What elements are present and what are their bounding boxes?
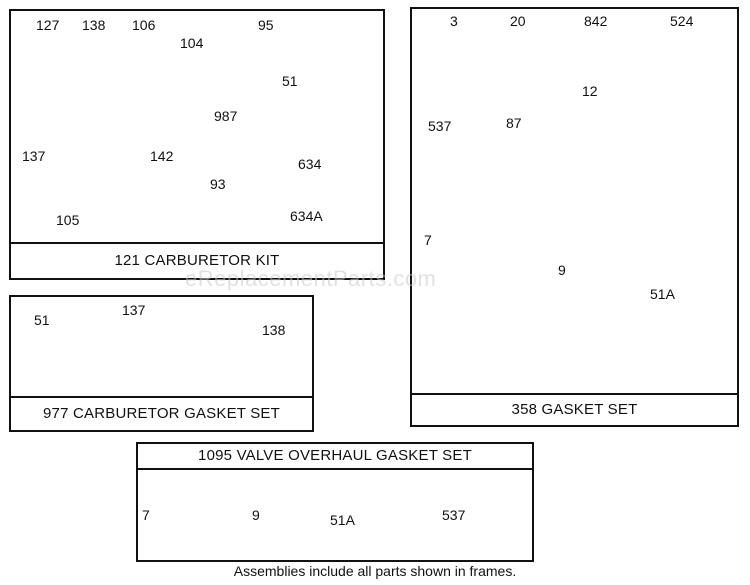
callout-label: 9: [252, 507, 260, 523]
frame-gasket-set: 358 GASKET SET: [410, 7, 739, 427]
callout-label: 105: [56, 212, 80, 228]
callout-label: 7: [142, 507, 150, 523]
callout-label: 537: [442, 507, 466, 523]
callout-label: 51: [34, 312, 50, 328]
callout-label: 137: [122, 302, 146, 318]
callout-label: 51A: [330, 512, 355, 528]
callout-label: 20: [510, 13, 526, 29]
frame-carburetor-gasket-set: 977 CARBURETOR GASKET SET: [9, 295, 314, 432]
callout-label: 138: [262, 322, 286, 338]
callout-label: 987: [214, 108, 238, 124]
callout-label: 12: [582, 83, 598, 99]
callout-label: 51A: [650, 286, 675, 302]
callout-label: 7: [424, 232, 432, 248]
frame-title-carburetor-gasket-set: 977 CARBURETOR GASKET SET: [11, 396, 312, 430]
callout-label: 104: [180, 35, 204, 51]
frame-valve-overhaul-gasket-set: 1095 VALVE OVERHAUL GASKET SET: [136, 442, 534, 562]
frame-title-carburetor-kit: 121 CARBURETOR KIT: [11, 242, 383, 278]
callout-label: 634: [298, 156, 322, 172]
callout-label: 524: [670, 13, 694, 29]
callout-label: 127: [36, 17, 60, 33]
frame-title-valve-overhaul-gasket-set: 1095 VALVE OVERHAUL GASKET SET: [138, 444, 532, 470]
callout-label: 51: [282, 73, 298, 89]
frame-title-gasket-set: 358 GASKET SET: [412, 393, 737, 425]
footnote: Assemblies include all parts shown in fr…: [233, 563, 517, 579]
callout-label: 842: [584, 13, 608, 29]
callout-label: 3: [450, 13, 458, 29]
callout-label: 142: [150, 148, 174, 164]
callout-label: 106: [132, 17, 156, 33]
callout-label: 537: [428, 118, 452, 134]
frame-carburetor-kit: 121 CARBURETOR KIT: [9, 9, 385, 280]
watermark: eReplacementParts.com: [185, 266, 437, 291]
callout-label: 138: [82, 17, 106, 33]
callout-label: 93: [210, 176, 226, 192]
callout-label: 87: [506, 115, 522, 131]
callout-label: 9: [558, 262, 566, 278]
callout-label: 137: [22, 148, 46, 164]
callout-label: 634A: [290, 208, 323, 224]
callout-label: 95: [258, 17, 274, 33]
